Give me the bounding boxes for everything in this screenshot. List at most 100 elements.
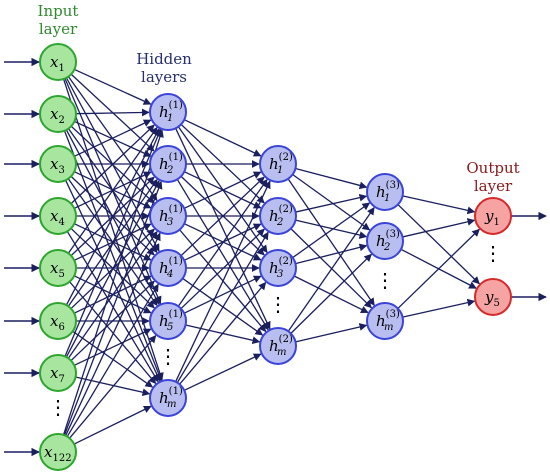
edge-arrow [64, 128, 162, 357]
input-node-x2: x2 [39, 95, 77, 133]
output-layer-title-line-2: layer [474, 177, 513, 195]
node-circle [149, 249, 187, 287]
node-circle [149, 302, 187, 340]
input-node-x5: x5 [39, 249, 77, 287]
edge-arrow [70, 124, 155, 205]
hidden1-node-h4: h(1)4 [149, 249, 187, 287]
input-node-x4: x4 [39, 197, 77, 235]
hidden1-node-h1: h(1)1 [149, 93, 187, 131]
hidden3-ellipsis: ⋮ [375, 268, 395, 292]
edge-arrow [63, 130, 163, 382]
node-label: y1 [484, 207, 500, 228]
node-label: h(1)2 [159, 152, 183, 176]
hidden3-node-hm: h(3)m [366, 302, 404, 340]
node-label: h(1)1 [159, 100, 183, 124]
edge-arrow [177, 178, 268, 307]
edge-arrow [295, 193, 368, 213]
hidden2-node-h1: h(2)1 [259, 145, 297, 183]
edge-arrow [62, 129, 164, 436]
node-label: x3 [50, 155, 65, 176]
node-circle [39, 43, 77, 81]
node-label: h(1)5 [159, 309, 183, 333]
node-label: x6 [50, 312, 65, 333]
edge-arrow [63, 181, 163, 436]
input-node-x7: x7 [39, 354, 77, 392]
node-circle [39, 145, 77, 183]
edge-arrow [295, 167, 368, 190]
hidden1-ellipsis: ⋮ [158, 344, 178, 368]
node-circle [149, 197, 187, 235]
node-circle [259, 249, 297, 287]
hidden2-node-h3: h(2)3 [259, 249, 297, 287]
node-circle [149, 93, 187, 131]
node-circle [474, 278, 512, 316]
node-label: y5 [484, 288, 500, 309]
edge-arrow [75, 376, 151, 397]
edge-arrow [290, 253, 372, 334]
hidden2-node-hm: h(2)m [259, 327, 297, 365]
edge-arrow [292, 173, 371, 231]
node-label: h(2)2 [269, 204, 293, 228]
edge-arrow [72, 330, 154, 388]
edge-arrow [180, 228, 265, 310]
input-node-x1: x1 [39, 43, 77, 81]
hidden2-ellipsis: ⋮ [268, 292, 288, 316]
edge-arrow [292, 202, 371, 259]
node-label: x2 [50, 105, 65, 126]
node-circle [366, 302, 404, 340]
input-node-x3: x3 [39, 145, 77, 183]
edge-arrow [69, 334, 157, 439]
edge-arrow [75, 108, 150, 117]
node-circle [366, 222, 404, 260]
ellipses: ⋮⋮⋮⋮⋮ [48, 241, 503, 419]
node-circle [474, 197, 512, 235]
node-label: x122 [44, 443, 72, 464]
hidden2-node-h2: h(2)2 [259, 197, 297, 235]
edge-arrow [180, 176, 265, 257]
edge-arrow [183, 353, 262, 391]
edge-arrow [179, 281, 267, 385]
hidden1-node-h3: h(1)3 [149, 197, 187, 235]
node-label: x1 [50, 53, 65, 74]
hidden3-node-h1: h(3)1 [366, 173, 404, 211]
edge-arrow [70, 280, 155, 362]
output-layer-title-line-1: Output [466, 159, 519, 177]
hidden-layers-title-line-1: Hidden [136, 50, 192, 68]
node-label: h(2)3 [269, 256, 293, 280]
hidden1-node-h2: h(1)2 [149, 145, 187, 183]
edge-arrow [69, 281, 157, 385]
edge-arrow [65, 180, 160, 358]
output-node-y5: y5 [474, 278, 512, 316]
edge-arrow [295, 219, 368, 239]
input-layer-title-line-1: Input [38, 2, 79, 20]
node-label: h(2)1 [269, 152, 293, 176]
input-node-x6: x6 [39, 302, 77, 340]
edge-arrow [183, 275, 262, 314]
edge-arrow [176, 231, 269, 383]
node-circle [39, 249, 77, 287]
edge-arrow [287, 206, 375, 332]
hidden1-node-h5: h(1)5 [149, 302, 187, 340]
node-label: h(3)m [376, 309, 400, 333]
edge-arrow [290, 228, 372, 309]
edge-arrow [65, 232, 161, 436]
output-ellipsis: ⋮ [483, 241, 503, 265]
nodes: x1 x2 x3 x4 x5 x6 x7 x122 h(1)1 h(1)2 h(1)3 h(1)4 h(… [39, 43, 512, 471]
output-node-y1: y1 [474, 197, 512, 235]
edge-arrow [67, 126, 158, 254]
node-circle [149, 145, 187, 183]
edge-arrow [402, 298, 476, 318]
node-label: h(1)3 [159, 204, 183, 228]
edge-arrow [67, 230, 158, 359]
edge-arrow [295, 323, 368, 343]
node-circle [39, 433, 77, 471]
edge-arrow [287, 178, 375, 306]
edge-arrow [397, 228, 480, 309]
edge-arrow [183, 171, 262, 209]
node-label: x4 [50, 207, 65, 228]
node-label: h(3)2 [376, 229, 400, 253]
edge-arrow [65, 128, 160, 306]
hidden3-node-h2: h(3)2 [366, 222, 404, 260]
external-arrows [4, 57, 547, 457]
